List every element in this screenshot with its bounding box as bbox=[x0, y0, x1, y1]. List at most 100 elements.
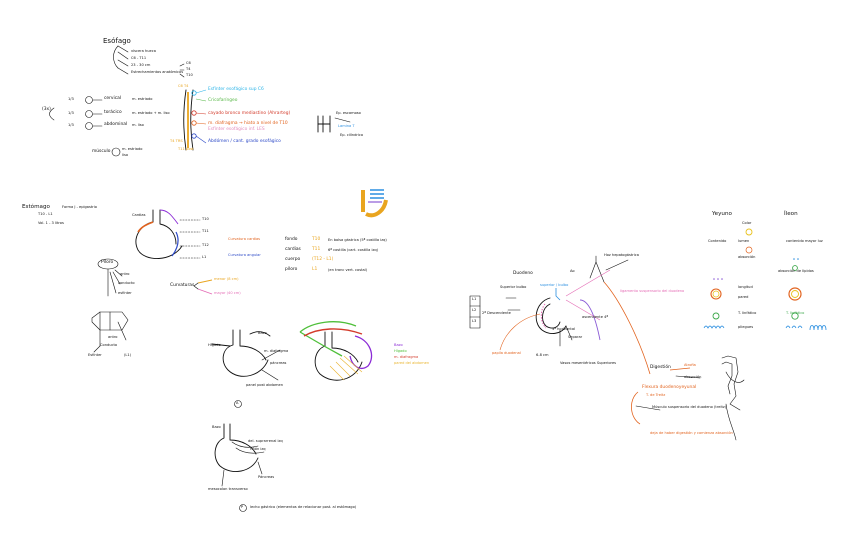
parte-desc: 6ª costilla (cart. costilla izq) bbox=[328, 248, 379, 252]
porcion-lvl: 1/3 bbox=[68, 123, 74, 127]
fig4-label: m. diafragma bbox=[264, 349, 289, 353]
porcion-note: m. liso bbox=[132, 123, 144, 127]
parte-cardias: cardias bbox=[285, 247, 301, 252]
yi-row-mid: pared bbox=[738, 295, 749, 299]
flexura-label: Flexura duodenoyeyunal bbox=[642, 385, 697, 390]
curvatura-menor: menor (8 cm) bbox=[214, 277, 239, 281]
esofago-title: Esófago bbox=[103, 37, 131, 45]
fig6-label: riñón izq bbox=[250, 447, 266, 451]
stomach-figure-A bbox=[211, 329, 281, 408]
stomach-level: T10 bbox=[202, 217, 209, 221]
musculo-treitz: Músculo suspensorio del duodeno (treitz) bbox=[652, 405, 727, 409]
estrech-2: Cricofaríngeo bbox=[208, 98, 238, 103]
level-l3: L3 bbox=[472, 319, 477, 323]
porcion-name: torácico bbox=[104, 110, 122, 115]
yi-row-mid: lumen bbox=[738, 239, 750, 243]
level-l1: L1 bbox=[472, 297, 477, 301]
estrech-level: T4 bbox=[186, 67, 191, 71]
digestion-title: Digestión bbox=[650, 365, 671, 370]
duodeno-label: Superior bulbo bbox=[500, 285, 527, 289]
porcion-name: abdominal bbox=[104, 122, 128, 127]
parte-lvl: L1 bbox=[312, 267, 318, 272]
parte-fondo: fondo bbox=[285, 237, 298, 242]
flexura-figure bbox=[631, 367, 701, 425]
intestine-sketch bbox=[721, 355, 745, 441]
musculo-b: liso bbox=[122, 153, 129, 157]
duodeno-label: ligamento suspensorio del duodeno bbox=[620, 289, 685, 293]
parte-lvl: T10 bbox=[312, 237, 321, 242]
lecho-gastrico: lecho gástrico (elementos de relacionar … bbox=[250, 505, 357, 509]
yeyuno-header: Yeyuno bbox=[712, 211, 732, 217]
yi-row-mid: absorción bbox=[738, 255, 756, 259]
piloro-item: esfínter bbox=[118, 291, 132, 295]
fig6-label: Páncreas bbox=[258, 475, 275, 479]
estrech-3: cayado bronco mediastino (Ahrarteg) bbox=[208, 111, 291, 116]
stomach-level: L1 bbox=[202, 255, 207, 259]
stomach-figure-1 bbox=[135, 209, 201, 259]
parte-lvl: T11 bbox=[312, 247, 321, 252]
duodeno-label: papila duodenal bbox=[492, 351, 521, 355]
curv-legend-2: Curvatura angular bbox=[228, 253, 261, 257]
stomach-figure-P bbox=[214, 423, 265, 512]
stomach-level: T12 bbox=[202, 243, 209, 247]
fig3-label: Conducto bbox=[100, 343, 118, 347]
curvatura-mayor: mayor (40 cm) bbox=[214, 291, 241, 295]
curvaturas-figure bbox=[193, 279, 213, 295]
columna-bottom: T11 post bbox=[178, 147, 194, 151]
epitelio-2: Lamina T bbox=[338, 124, 355, 128]
esofago-item: 23 - 30 cm bbox=[131, 63, 151, 67]
fig6-marker: P bbox=[241, 505, 244, 509]
fig5-legend: Hígado bbox=[394, 349, 407, 353]
porciones-count: (3x) bbox=[42, 107, 51, 112]
duodeno-label: 6-8 cm bbox=[536, 353, 549, 357]
piloro-item: antro bbox=[120, 272, 130, 276]
cardias-label: Cardias bbox=[132, 213, 146, 217]
estrech-4: m. diafragma → hiato a nivel de T10 bbox=[208, 121, 288, 126]
duodeno-label: ascendente 4ª bbox=[582, 315, 609, 319]
duodeno-label: 3ª horizontal bbox=[552, 327, 576, 331]
fig6-label: del. suprarrenal izq bbox=[248, 439, 283, 443]
estomago-title: Estómago bbox=[22, 204, 50, 210]
estrech-level: C6 bbox=[186, 61, 191, 65]
musculo-label: músculo bbox=[92, 149, 111, 154]
fig6-label: Bazo bbox=[212, 425, 221, 429]
columna-side: T4 TRS bbox=[170, 139, 183, 143]
estrech-1: Esfínter esofágico sup C6 bbox=[208, 87, 264, 92]
digestion-nota: deja de haber digestión y comienza absor… bbox=[650, 431, 733, 435]
stomach-color-icon bbox=[360, 188, 388, 218]
fig4-marker: A bbox=[236, 401, 239, 405]
yi-mid-header: Color bbox=[742, 221, 752, 225]
duodeno-figure bbox=[469, 255, 651, 375]
porcion-note: m. estriado + m. liso bbox=[132, 111, 170, 115]
estomago-item: Forma J - epigastrio bbox=[62, 205, 97, 209]
curvaturas-label: Curvaturas bbox=[170, 283, 195, 288]
digestion-a: Atrofia bbox=[684, 363, 696, 367]
fig4-label: Hígado bbox=[208, 343, 221, 347]
yi-row-right: contenido mayor luz bbox=[786, 239, 823, 243]
esofago-column-figure bbox=[183, 89, 207, 151]
fig3-label: antro bbox=[108, 335, 118, 339]
yi-row-mid: longitud bbox=[738, 285, 753, 289]
yi-row-left: Contenido bbox=[708, 239, 727, 243]
duodeno-label: Hoz hepatogástrica bbox=[604, 253, 639, 257]
epitelio-1: Ep. escamoso bbox=[336, 111, 361, 115]
parte-desc: (en tranc vert. costal) bbox=[328, 268, 368, 272]
porcion-name: cervical bbox=[104, 96, 122, 101]
duodeno-label: Ao bbox=[570, 269, 575, 273]
columna-top: C6 T4 bbox=[178, 84, 189, 88]
parte-cuerpo: cuerpo bbox=[285, 257, 301, 262]
curv-legend-1: Curvatura cardias bbox=[228, 237, 261, 241]
musculo-a: m. estriado bbox=[122, 147, 143, 151]
duodeno-label: Vasos mesentéricos Superiores bbox=[560, 361, 617, 365]
yi-row-right: T. linfático bbox=[786, 311, 805, 315]
piloro-figure bbox=[91, 258, 129, 353]
esofago-item: C6 - T11 bbox=[131, 56, 147, 60]
duodeno-title: Duodeno bbox=[513, 271, 533, 276]
esofago-tree bbox=[49, 45, 185, 157]
piloro-item: conducto bbox=[118, 281, 135, 285]
estomago-item: T10 - L1 bbox=[38, 212, 53, 216]
duodeno-label: 2ª Descendente bbox=[482, 311, 511, 315]
fig5-legend: pared del abdomen bbox=[394, 361, 430, 365]
flexura-label-2: T. de Treitz bbox=[646, 393, 666, 397]
